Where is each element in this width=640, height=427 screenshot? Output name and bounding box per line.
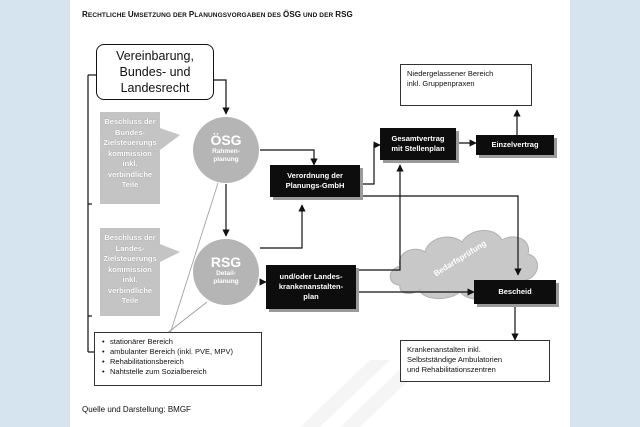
- landeskrankenanstaltenplan-box: und/oder Landes- krankenanstalten- plan: [266, 265, 356, 309]
- bundes-beschluss-shape: [100, 112, 180, 204]
- verordnung-box: Verordnung der Planungs-GmbH: [270, 165, 360, 197]
- osg-label-big: ÖSG: [210, 132, 242, 148]
- osg-circle: [193, 117, 259, 183]
- list-item: stationärer Bereich: [101, 337, 255, 347]
- diagram-title: RECHTLICHE UMSETZUNG DER PLANUNGSVORGABE…: [82, 10, 353, 19]
- landes-beschluss-shape: [100, 228, 180, 316]
- niedergelassener-bereich-box: Niedergelassener Bereich inkl. Gruppenpr…: [400, 64, 532, 106]
- bereiche-list: stationärer Bereich ambulanter Bereich (…: [101, 337, 255, 377]
- osg-label-small: Rahmen- planung: [212, 148, 240, 163]
- landes-beschluss-text: Beschluss der Landes- Zielsteuerungs kom…: [103, 233, 157, 305]
- rsg-label-small: Detail- planung: [213, 270, 239, 285]
- bundes-beschluss-text: Beschluss der Bundes- Zielsteuerungs kom…: [103, 117, 157, 189]
- list-item: Nahtstelle zum Sozialbereich: [101, 367, 255, 377]
- bescheid-box: Bescheid: [474, 280, 556, 304]
- bereiche-list-box: stationärer Bereich ambulanter Bereich (…: [94, 332, 262, 386]
- einzelvertrag-box: Einzelvertrag: [476, 135, 554, 155]
- list-item: Rehabilitationsbereich: [101, 357, 255, 367]
- rsg-circle: [193, 239, 259, 305]
- rsg-label-big: RSG: [210, 254, 242, 270]
- diagram-graphics: [87, 74, 538, 427]
- gesamtvertrag-box: Gesamtvertrag mit Stellenplan: [380, 128, 456, 160]
- osg-label: ÖSG Rahmen- planung: [196, 132, 256, 164]
- list-item: ambulanter Bereich (inkl. PVE, MPV): [101, 347, 255, 357]
- diagram-sheet: RECHTLICHE UMSETZUNG DER PLANUNGSVORGABE…: [70, 0, 570, 427]
- source-line: Quelle und Darstellung: BMGF: [82, 405, 191, 414]
- vereinbarung-box: Vereinbarung, Bundes- und Landesrecht: [96, 44, 214, 100]
- rsg-label: RSG Detail- planung: [196, 254, 256, 286]
- krankenanstalten-box: Krankenanstalten inkl. Selbstständige Am…: [400, 340, 550, 382]
